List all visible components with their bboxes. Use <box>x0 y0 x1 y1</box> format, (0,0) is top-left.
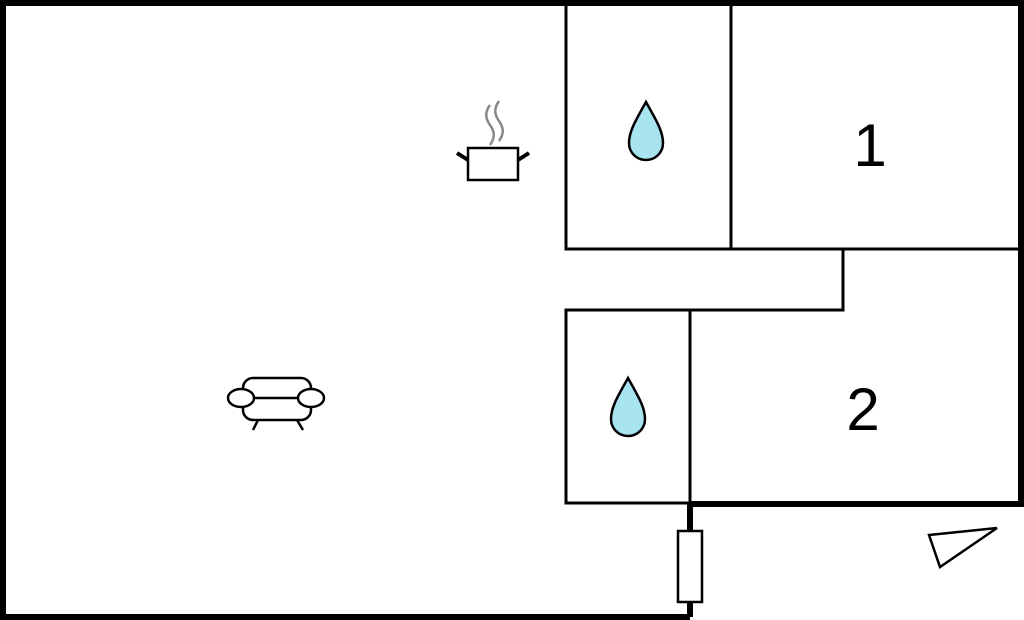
corridor-wall <box>566 249 845 312</box>
sofa-icon <box>226 376 326 431</box>
water-drop-icon <box>609 375 647 438</box>
water-drop-icon <box>627 99 665 162</box>
interior-walls <box>564 1 1021 505</box>
bedroom-2-label: 2 <box>846 376 879 443</box>
bedroom-1-label: 1 <box>853 112 886 179</box>
entrance-wall <box>676 504 704 617</box>
cooking-pot-icon <box>455 100 531 182</box>
compass-triangle-icon <box>927 526 998 569</box>
bathroom-1-walls <box>564 1 733 251</box>
entrance-door-icon <box>676 529 704 604</box>
